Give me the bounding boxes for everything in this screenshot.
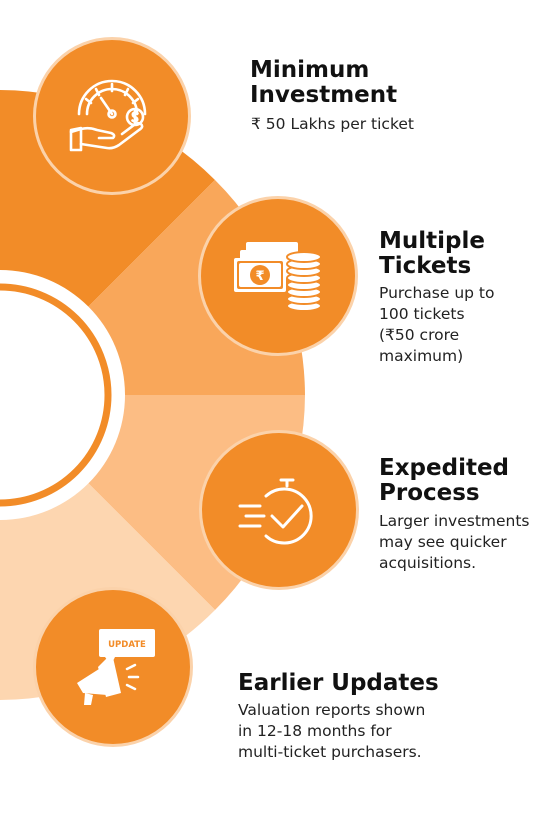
desc-line: 100 tickets <box>379 305 465 323</box>
title-line-1: Multiple <box>379 228 485 254</box>
title-line-1: Minimum <box>250 57 370 83</box>
megaphone-update-icon: UPDATE <box>77 629 155 705</box>
desc-line: in 12-18 months for <box>238 722 392 740</box>
expedited-process-title: Expedited Process <box>379 456 509 506</box>
minimum-investment-description: ₹ 50 Lakhs per ticket <box>251 114 414 135</box>
multiple-tickets-description: Purchase up to 100 tickets (₹50 crore ma… <box>379 283 494 367</box>
desc-line: Purchase up to <box>379 284 495 302</box>
multiple-tickets-title: Multiple Tickets <box>379 229 485 279</box>
wheel-center-disc <box>0 270 125 520</box>
desc-line: multi-ticket purchasers. <box>238 743 422 761</box>
svg-text:₹: ₹ <box>255 269 264 284</box>
update-bubble-text: UPDATE <box>108 640 146 650</box>
title-line-2: Investment <box>250 82 398 108</box>
desc-line: may see quicker <box>379 533 507 551</box>
multiple-tickets-badge: ₹ <box>198 196 358 356</box>
rupee-notes-coins-icon: ₹ <box>234 242 322 312</box>
expedited-process-badge <box>199 430 359 590</box>
earlier-updates-badge: UPDATE <box>33 587 193 747</box>
expedited-process-description: Larger investments may see quicker acqui… <box>379 511 530 574</box>
title-line-2: Process <box>379 480 480 506</box>
stopwatch-check-icon <box>238 478 313 545</box>
desc-line: ₹ 50 Lakhs per ticket <box>251 115 414 133</box>
minimum-investment-badge <box>33 37 191 195</box>
title-line-1: Expedited <box>379 455 510 481</box>
minimum-investment-title: Minimum Investment <box>250 58 397 108</box>
title-line-1: Earlier Updates <box>238 670 439 696</box>
gauge-hand-dollar-icon <box>69 79 147 152</box>
earlier-updates-description: Valuation reports shown in 12-18 months … <box>238 700 425 763</box>
title-line-2: Tickets <box>379 253 472 279</box>
desc-line: maximum) <box>379 347 464 365</box>
desc-line: acquisitions. <box>379 554 477 572</box>
desc-line: Valuation reports shown <box>238 701 426 719</box>
earlier-updates-title: Earlier Updates <box>238 671 439 696</box>
wheel-inner-ring <box>0 283 112 507</box>
desc-line: Larger investments <box>379 512 530 530</box>
desc-line: (₹50 crore <box>379 326 460 344</box>
